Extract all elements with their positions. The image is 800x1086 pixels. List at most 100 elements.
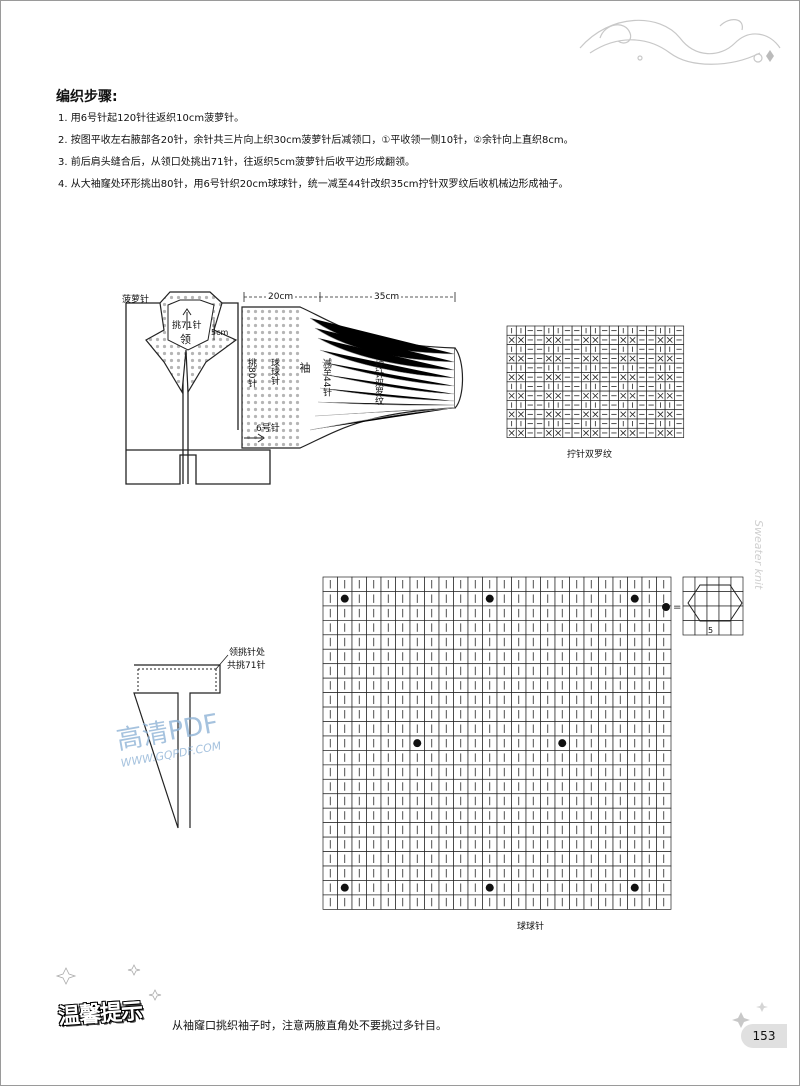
twist-symbol xyxy=(518,355,524,362)
twist-symbol xyxy=(592,337,599,343)
twist-symbol xyxy=(620,374,627,381)
bobble-legend-shape xyxy=(687,584,743,622)
twist-symbol xyxy=(555,374,562,381)
tip-text: 从袖窿口挑织袖子时，注意两腋直角处不要挑过多针目。 xyxy=(172,1019,447,1032)
collar-pickup-label-1: 领挑针处 xyxy=(229,648,266,658)
twist-symbol xyxy=(545,430,552,436)
bobble-symbol xyxy=(485,594,494,603)
twist-symbol xyxy=(592,411,599,418)
twist-symbol xyxy=(508,392,515,399)
collar-pickup-label-2: 共挑71针 xyxy=(227,661,266,671)
twist-symbol xyxy=(657,392,664,399)
twist-symbol xyxy=(555,430,562,436)
rib-chart-caption: 拧针双罗纹 xyxy=(567,450,613,460)
twist-symbol xyxy=(657,337,664,343)
twist-symbol xyxy=(583,374,589,381)
dimension-35cm: 35cm xyxy=(372,292,402,302)
twist-symbol xyxy=(555,355,562,362)
twist-symbol xyxy=(508,430,515,436)
twist-symbol xyxy=(592,374,599,381)
needle-size-label: 6号针 xyxy=(256,424,280,434)
twist-symbol xyxy=(518,430,524,436)
twist-symbol xyxy=(629,411,636,418)
twist-symbol xyxy=(657,355,664,362)
twist-symbol xyxy=(657,430,664,436)
reduce-44-label: 减至44针 xyxy=(321,358,331,397)
step-item: 2. 按图平收左右腋部各20针，余针共三片向上织30cm菠萝针后减领口，①平收领… xyxy=(58,135,574,146)
twist-symbol xyxy=(620,411,627,418)
twist-symbol xyxy=(583,355,589,362)
twist-symbol xyxy=(592,355,599,362)
page-number: 153 xyxy=(741,1024,787,1048)
step-item: 4. 从大袖窿处环形挑出80针，用6号针织20cm球球针，统一减至44针改织35… xyxy=(58,179,569,190)
twist-rib-label: 拧针双罗纹 xyxy=(373,360,383,405)
twist-symbol xyxy=(666,411,673,418)
step-item: 1. 用6号针起120针往返织10cm菠萝针。 xyxy=(58,113,245,124)
bobble-symbol xyxy=(413,739,422,748)
twist-symbol xyxy=(545,337,552,343)
twist-symbol xyxy=(657,411,664,418)
bobble-symbol xyxy=(630,594,639,603)
twist-symbol xyxy=(545,374,552,381)
twist-symbol xyxy=(620,430,627,436)
twist-symbol xyxy=(592,430,599,436)
twist-symbol xyxy=(518,374,524,381)
twist-symbol xyxy=(555,392,562,399)
twist-symbol xyxy=(508,355,515,362)
twist-symbol xyxy=(666,392,673,399)
pick-80-label: 挑80针 xyxy=(246,358,256,388)
twist-symbol xyxy=(508,411,515,418)
twist-symbol xyxy=(666,374,673,381)
bobble-legend-symbol xyxy=(662,603,670,611)
twist-symbol xyxy=(666,430,673,436)
twist-symbol xyxy=(545,355,552,362)
twist-symbol xyxy=(620,337,627,343)
body-outline xyxy=(125,303,271,485)
twist-symbol xyxy=(666,337,673,343)
twist-symbol xyxy=(583,411,589,418)
twist-symbol xyxy=(629,374,636,381)
twist-symbol xyxy=(620,392,627,399)
bobble-symbol xyxy=(630,883,639,892)
twist-symbol xyxy=(555,411,562,418)
twist-symbol xyxy=(545,411,552,418)
ball-chart-caption: 球球针 xyxy=(517,922,545,932)
twist-symbol xyxy=(629,337,636,343)
twist-symbol xyxy=(508,374,515,381)
twist-symbol xyxy=(592,392,599,399)
twist-symbol xyxy=(583,430,589,436)
bobble-symbol xyxy=(340,594,349,603)
pineapple-stitch-label: 菠萝针 xyxy=(122,295,150,305)
bobble-symbol xyxy=(340,883,349,892)
twist-symbol xyxy=(545,392,552,399)
steps-list: 1. 用6号针起120针往返织10cm菠萝针。 2. 按图平收左右腋部各20针，… xyxy=(58,108,574,196)
legend-cell xyxy=(730,620,744,636)
collar-label: 领 xyxy=(180,333,191,346)
twist-symbol xyxy=(555,337,562,343)
twist-symbol xyxy=(629,430,636,436)
twist-symbol xyxy=(508,337,515,343)
twist-symbol xyxy=(629,355,636,362)
twist-symbol xyxy=(657,374,664,381)
twist-symbol xyxy=(620,355,627,362)
twist-symbol xyxy=(583,337,589,343)
collar-height-label: 5cm xyxy=(211,328,229,337)
twist-symbol xyxy=(666,355,673,362)
swirl-ornament-icon xyxy=(579,19,781,65)
bobble-symbol xyxy=(558,739,567,748)
bobble-symbol xyxy=(485,883,494,892)
ball-legend-equals: = xyxy=(673,602,682,613)
steps-title: 编织步骤: xyxy=(56,89,118,105)
side-title: Sweater knit xyxy=(752,520,765,590)
dimension-20cm: 20cm xyxy=(266,292,296,302)
twist-symbol xyxy=(518,411,524,418)
step-item: 3. 前后肩头缝合后，从领口处挑出71针，往返织5cm菠萝针后收平边形成翻领。 xyxy=(58,157,416,168)
pick-71-label: 挑71针 xyxy=(172,321,202,331)
twist-symbol xyxy=(629,392,636,399)
tip-title: 温馨提示 xyxy=(57,998,143,1030)
